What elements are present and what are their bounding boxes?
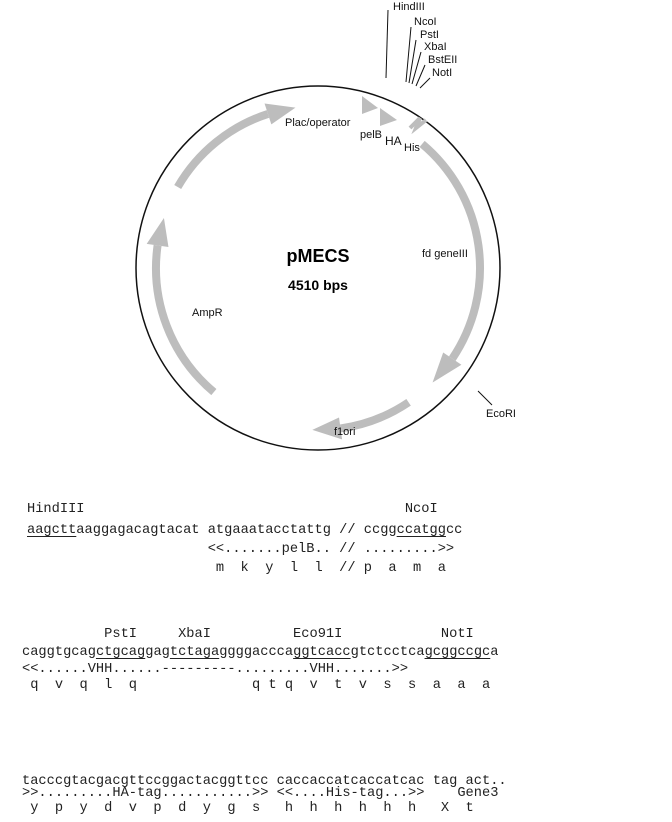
- label-f1ori: f1ori: [334, 426, 355, 438]
- sequence-segment: aaggagacagtacat atgaaatacctattg // ccgg: [76, 523, 397, 538]
- site-xbai: XbaI: [424, 41, 447, 53]
- ha-marker: [380, 108, 397, 126]
- sequence-segment: a: [490, 645, 499, 660]
- plasmid-size: 4510 bps: [288, 277, 348, 293]
- restriction-site-sequence: ggtcacc: [293, 645, 351, 660]
- label-his: His: [404, 142, 420, 154]
- site-hindiii: HindIII: [393, 1, 425, 13]
- restriction-site-sequence: ccatgg: [396, 523, 446, 538]
- label-ampr: AmpR: [192, 307, 223, 319]
- ecori-line: [477, 390, 493, 406]
- feature-annotation: <<.......pelB.. // .........>>: [27, 542, 455, 557]
- plac-arrow-head: [264, 103, 296, 125]
- dna-sequence: tacccgtacgacgttccggactacggttcc caccaccat…: [22, 774, 507, 790]
- restriction-site-sequence: aagctt: [27, 523, 77, 538]
- feature-annotation: <<......VHH......---------.........VHH..…: [22, 662, 409, 677]
- bsteii-line: [415, 64, 426, 87]
- site-psti: PstI: [420, 29, 439, 41]
- xbai-line: [411, 51, 422, 85]
- noti-line: [419, 77, 431, 89]
- protein-translation: q v q l q q t q v t v s s a a a: [22, 678, 491, 693]
- sequence-segment: tacccgtacgacgttccggactacggttcc caccaccat…: [22, 774, 507, 789]
- feature-annotation: >>.........HA-tag...........>> <<....His…: [22, 786, 499, 801]
- sequence-segment: gtctcctca: [350, 645, 425, 660]
- label-pelb: pelB: [360, 129, 382, 141]
- hindiii-line: [385, 9, 389, 79]
- restriction-site-labels: HindIII NcoI: [27, 502, 438, 517]
- restriction-site-sequence: ctgcag: [95, 645, 146, 660]
- sequence-segment: ggggaccca: [219, 645, 294, 660]
- label-gene3: fd geneIII: [422, 248, 468, 260]
- sequence-segment: gag: [145, 645, 170, 660]
- protein-translation: m k y l l // p a m a: [27, 561, 446, 576]
- restriction-site-labels: PstI XbaI Eco91I NotI: [22, 627, 474, 642]
- f1ori-arrow: [339, 398, 411, 433]
- sequence-segment: cc: [445, 523, 463, 538]
- f1ori-arrow-head: [312, 417, 343, 440]
- his-marker: [408, 116, 428, 135]
- site-ecori: EcoRI: [486, 408, 516, 420]
- label-plac: Plac/operator: [285, 117, 351, 129]
- site-ncoi: NcoI: [414, 16, 437, 28]
- restriction-site-sequence: tctaga: [169, 645, 220, 660]
- sequence-segment: caggtgcag: [22, 645, 96, 660]
- plasmid-name: pMECS: [287, 246, 350, 266]
- psti-line: [408, 39, 417, 84]
- ncoi-line: [405, 26, 412, 83]
- site-noti: NotI: [432, 67, 452, 79]
- ampr-arrow-head: [146, 217, 169, 247]
- gene3-arrow: [419, 140, 484, 361]
- dna-sequence: caggtgcagctgcaggagtctagaggggacccaggtcacc…: [22, 645, 499, 661]
- ampr-arrow: [152, 244, 217, 396]
- plasmid-backbone: [135, 85, 501, 451]
- restriction-site-sequence: gcggccgc: [424, 645, 491, 660]
- dna-sequence: aagcttaaggagacagtacat atgaaatacctattg //…: [27, 523, 462, 539]
- protein-translation: y p y d v p d y g s h h h h h h X t: [22, 801, 474, 816]
- label-ha: HA: [385, 134, 402, 148]
- pelb-marker: [362, 96, 378, 114]
- plasmid-map: HindIII NcoI PstI XbaI BstEII NotI EcoRI…: [135, 1, 516, 451]
- gene3-arrow-head: [432, 352, 462, 383]
- site-bsteii: BstEII: [428, 54, 457, 66]
- plac-arrow: [174, 110, 270, 190]
